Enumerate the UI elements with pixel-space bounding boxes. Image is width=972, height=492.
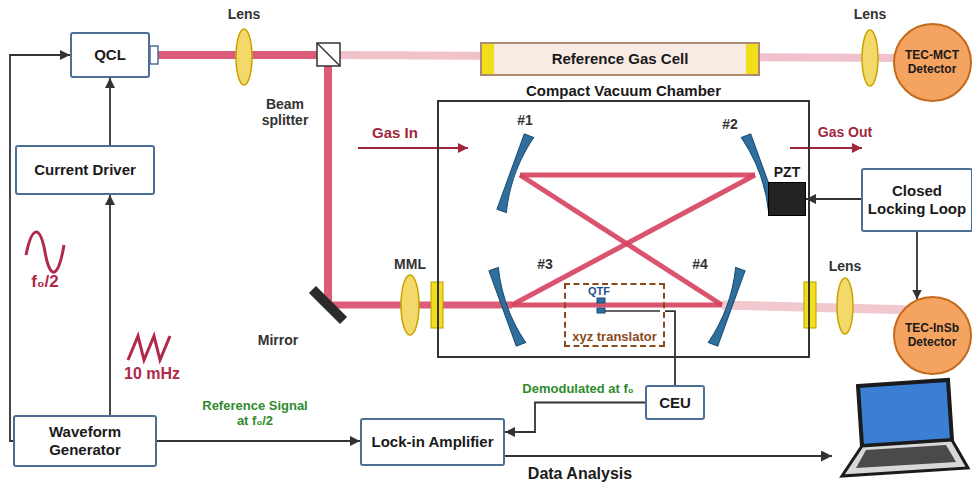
- node-label: PZT: [759, 163, 815, 181]
- chamber-window: [804, 282, 816, 328]
- gas-outlet-arrow: [790, 147, 862, 149]
- signal-connector: [157, 440, 360, 442]
- lens: [236, 29, 252, 85]
- cavity-beam: [520, 175, 722, 305]
- vacuum-chamber: PZTQTFxyz translatorCompact Vacuum Chamb…: [437, 100, 810, 358]
- detector-outline: [894, 297, 971, 374]
- node-label: Reference Gas Cell: [552, 50, 689, 68]
- qtf-prong: [597, 298, 605, 303]
- lens: [862, 30, 878, 86]
- detector-outline: [894, 24, 971, 101]
- node-label: Compact Vacuum Chamber: [439, 82, 808, 100]
- part-label: Gas Out: [818, 124, 872, 141]
- cavity-beam: [512, 175, 755, 305]
- signal-connector: [916, 232, 918, 300]
- laser-box: QCL: [70, 32, 150, 78]
- cavity-beam: [520, 173, 755, 178]
- electronics-box: CEU: [645, 385, 705, 420]
- mode-matching-lens: [401, 275, 419, 335]
- part-label: #1: [517, 112, 533, 128]
- cavity-mirror: [708, 267, 745, 346]
- node-label: Lock-in Amplifier: [372, 433, 494, 451]
- data-arrow: [505, 455, 832, 457]
- part-label: #3: [537, 256, 553, 272]
- laser-beam: [324, 66, 332, 305]
- gas-cell: Reference Gas Cell: [480, 42, 760, 76]
- detector-circle: TEC-MCT Detector: [894, 24, 971, 101]
- output-label: Data Analysis: [528, 464, 632, 483]
- laptop-keyboard: [856, 445, 956, 468]
- control-box: Closed Locking Loop: [861, 168, 972, 232]
- part-label: #4: [692, 256, 708, 272]
- signal-connector: [109, 78, 111, 145]
- lens: [837, 278, 853, 334]
- signal-connector: [665, 311, 675, 385]
- flat-mirror: [309, 286, 347, 324]
- qtf-prong: [597, 308, 605, 313]
- node-label: QCL: [94, 46, 126, 64]
- signal-connector: [806, 198, 861, 200]
- piezo-actuator: PZT: [768, 182, 806, 216]
- cavity-mirror: [497, 134, 534, 213]
- node-label: Closed Locking Loop: [863, 182, 971, 218]
- sine-wave-icon: [26, 232, 64, 272]
- gas-inlet-arrow: [358, 147, 468, 149]
- signal-label: Demodulated at f₀: [520, 381, 635, 396]
- part-label: Lens: [854, 6, 887, 22]
- detector-circle: TEC-InSb Detector: [894, 297, 971, 374]
- generator-box: Waveform Generator: [13, 415, 157, 467]
- node-label: TEC-MCT Detector: [901, 48, 963, 76]
- laser-beam: [328, 302, 512, 309]
- part-label: QTF: [588, 285, 610, 297]
- transmitted-beam: [722, 305, 915, 310]
- part-label: MML: [394, 256, 426, 272]
- signal-label: Reference Signal at f₀/2: [193, 398, 317, 428]
- signal-connector: [109, 195, 111, 415]
- part-label: Beam splitter: [254, 96, 316, 128]
- amplifier-box: Lock-in Amplifier: [360, 418, 505, 466]
- part-label: #2: [722, 116, 738, 132]
- node-label: TEC-InSb Detector: [901, 321, 963, 349]
- node-label: CEU: [659, 394, 691, 412]
- signal-label: 10 mHz: [124, 364, 180, 383]
- node-label: xyz translator: [566, 329, 663, 344]
- signal-connector: [505, 403, 645, 433]
- node-label: Current Driver: [34, 161, 136, 179]
- laptop-screen: [858, 380, 952, 446]
- sawtooth-icon: [128, 336, 170, 360]
- driver-box: Current Driver: [15, 145, 155, 195]
- node-label: Waveform Generator: [15, 423, 155, 459]
- laser-beam: [150, 51, 318, 59]
- beam-splitter: [317, 43, 340, 66]
- laptop-base: [842, 440, 968, 476]
- cavity-beam: [512, 303, 722, 308]
- qcl-aperture: [150, 46, 158, 64]
- part-label: Gas In: [372, 124, 418, 142]
- translator-stage: QTF xyz translator: [564, 283, 665, 347]
- beam-splitter: [317, 43, 340, 66]
- part-label: Lens: [228, 6, 261, 22]
- part-label: Mirror: [258, 332, 298, 348]
- signal-label: f₀/2: [31, 272, 59, 292]
- cavity-mirror: [489, 267, 526, 346]
- part-label: Lens: [829, 258, 862, 274]
- signal-connector: [10, 55, 70, 441]
- qtf-wire: [605, 310, 660, 311]
